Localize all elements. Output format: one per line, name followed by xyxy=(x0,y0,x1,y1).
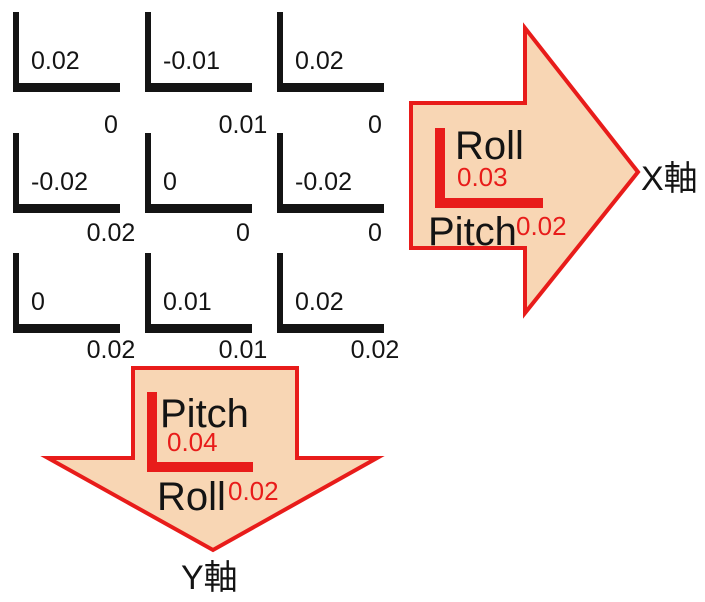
cell-below-value: 0.02 xyxy=(86,219,136,247)
y-arrow-pitch-value: 0.04 xyxy=(167,427,218,457)
grid-cell: 0.02 0 xyxy=(277,12,384,138)
axis-bracket-icon xyxy=(277,133,384,213)
cell-below-value: 0 xyxy=(368,111,382,139)
cell-inside-value: 0.01 xyxy=(163,288,212,316)
axis-bracket-icon xyxy=(145,253,252,333)
cell-below-value: 0.01 xyxy=(218,111,268,139)
cell-inside-value: -0.02 xyxy=(295,168,352,196)
grid-cell: 0.02 0 xyxy=(13,12,120,138)
cell-inside-value: 0.02 xyxy=(295,47,344,75)
cell-below-value: 0.02 xyxy=(350,336,400,364)
axis-bracket-icon xyxy=(277,12,384,92)
grid-cell: -0.02 0 xyxy=(277,133,384,246)
grid-cell: -0.02 0.02 xyxy=(13,133,135,246)
grid-cell: 0 0.02 xyxy=(13,253,135,363)
axis-bracket-icon xyxy=(145,133,252,213)
x-axis-arrow-icon xyxy=(409,22,641,319)
y-axis-label: Y軸 xyxy=(181,559,238,597)
axis-bracket-icon xyxy=(13,253,120,333)
cell-below-value: 0.02 xyxy=(86,336,136,364)
cell-below-value: 0.01 xyxy=(218,336,268,364)
cell-below-value: 0 xyxy=(368,219,382,247)
x-arrow-pitch-value: 0.02 xyxy=(516,211,567,241)
x-arrow-pitch-label: Pitch xyxy=(428,210,517,254)
y-arrow-pitch-label: Pitch xyxy=(160,392,249,436)
cell-inside-value: -0.01 xyxy=(163,47,220,75)
axis-bracket-icon xyxy=(13,12,120,92)
x-arrow-roll-value: 0.03 xyxy=(457,162,508,192)
x-arrow-roll-label: Roll xyxy=(455,124,524,168)
grid-cell: 0.02 0.02 xyxy=(277,253,399,363)
axis-bracket-icon xyxy=(277,253,384,333)
grid-cell: 0 0 xyxy=(145,133,252,246)
x-axis-label: X軸 xyxy=(641,160,698,198)
y-axis-arrow-icon xyxy=(40,366,385,553)
cell-below-value: 0 xyxy=(236,219,250,247)
axis-bracket-icon xyxy=(145,12,252,92)
y-arrow-roll-label: Roll xyxy=(157,475,226,519)
cell-inside-value: -0.02 xyxy=(31,168,88,196)
cell-below-value: 0 xyxy=(104,111,118,139)
grid-cell: -0.01 0.01 xyxy=(145,12,267,138)
cell-inside-value: 0 xyxy=(31,288,45,316)
cell-inside-value: 0.02 xyxy=(31,47,80,75)
cell-inside-value: 0 xyxy=(163,168,177,196)
cell-inside-value: 0.02 xyxy=(295,288,344,316)
axis-bracket-icon xyxy=(13,133,120,213)
y-arrow-roll-value: 0.02 xyxy=(228,476,279,506)
grid-cell: 0.01 0.01 xyxy=(145,253,267,363)
